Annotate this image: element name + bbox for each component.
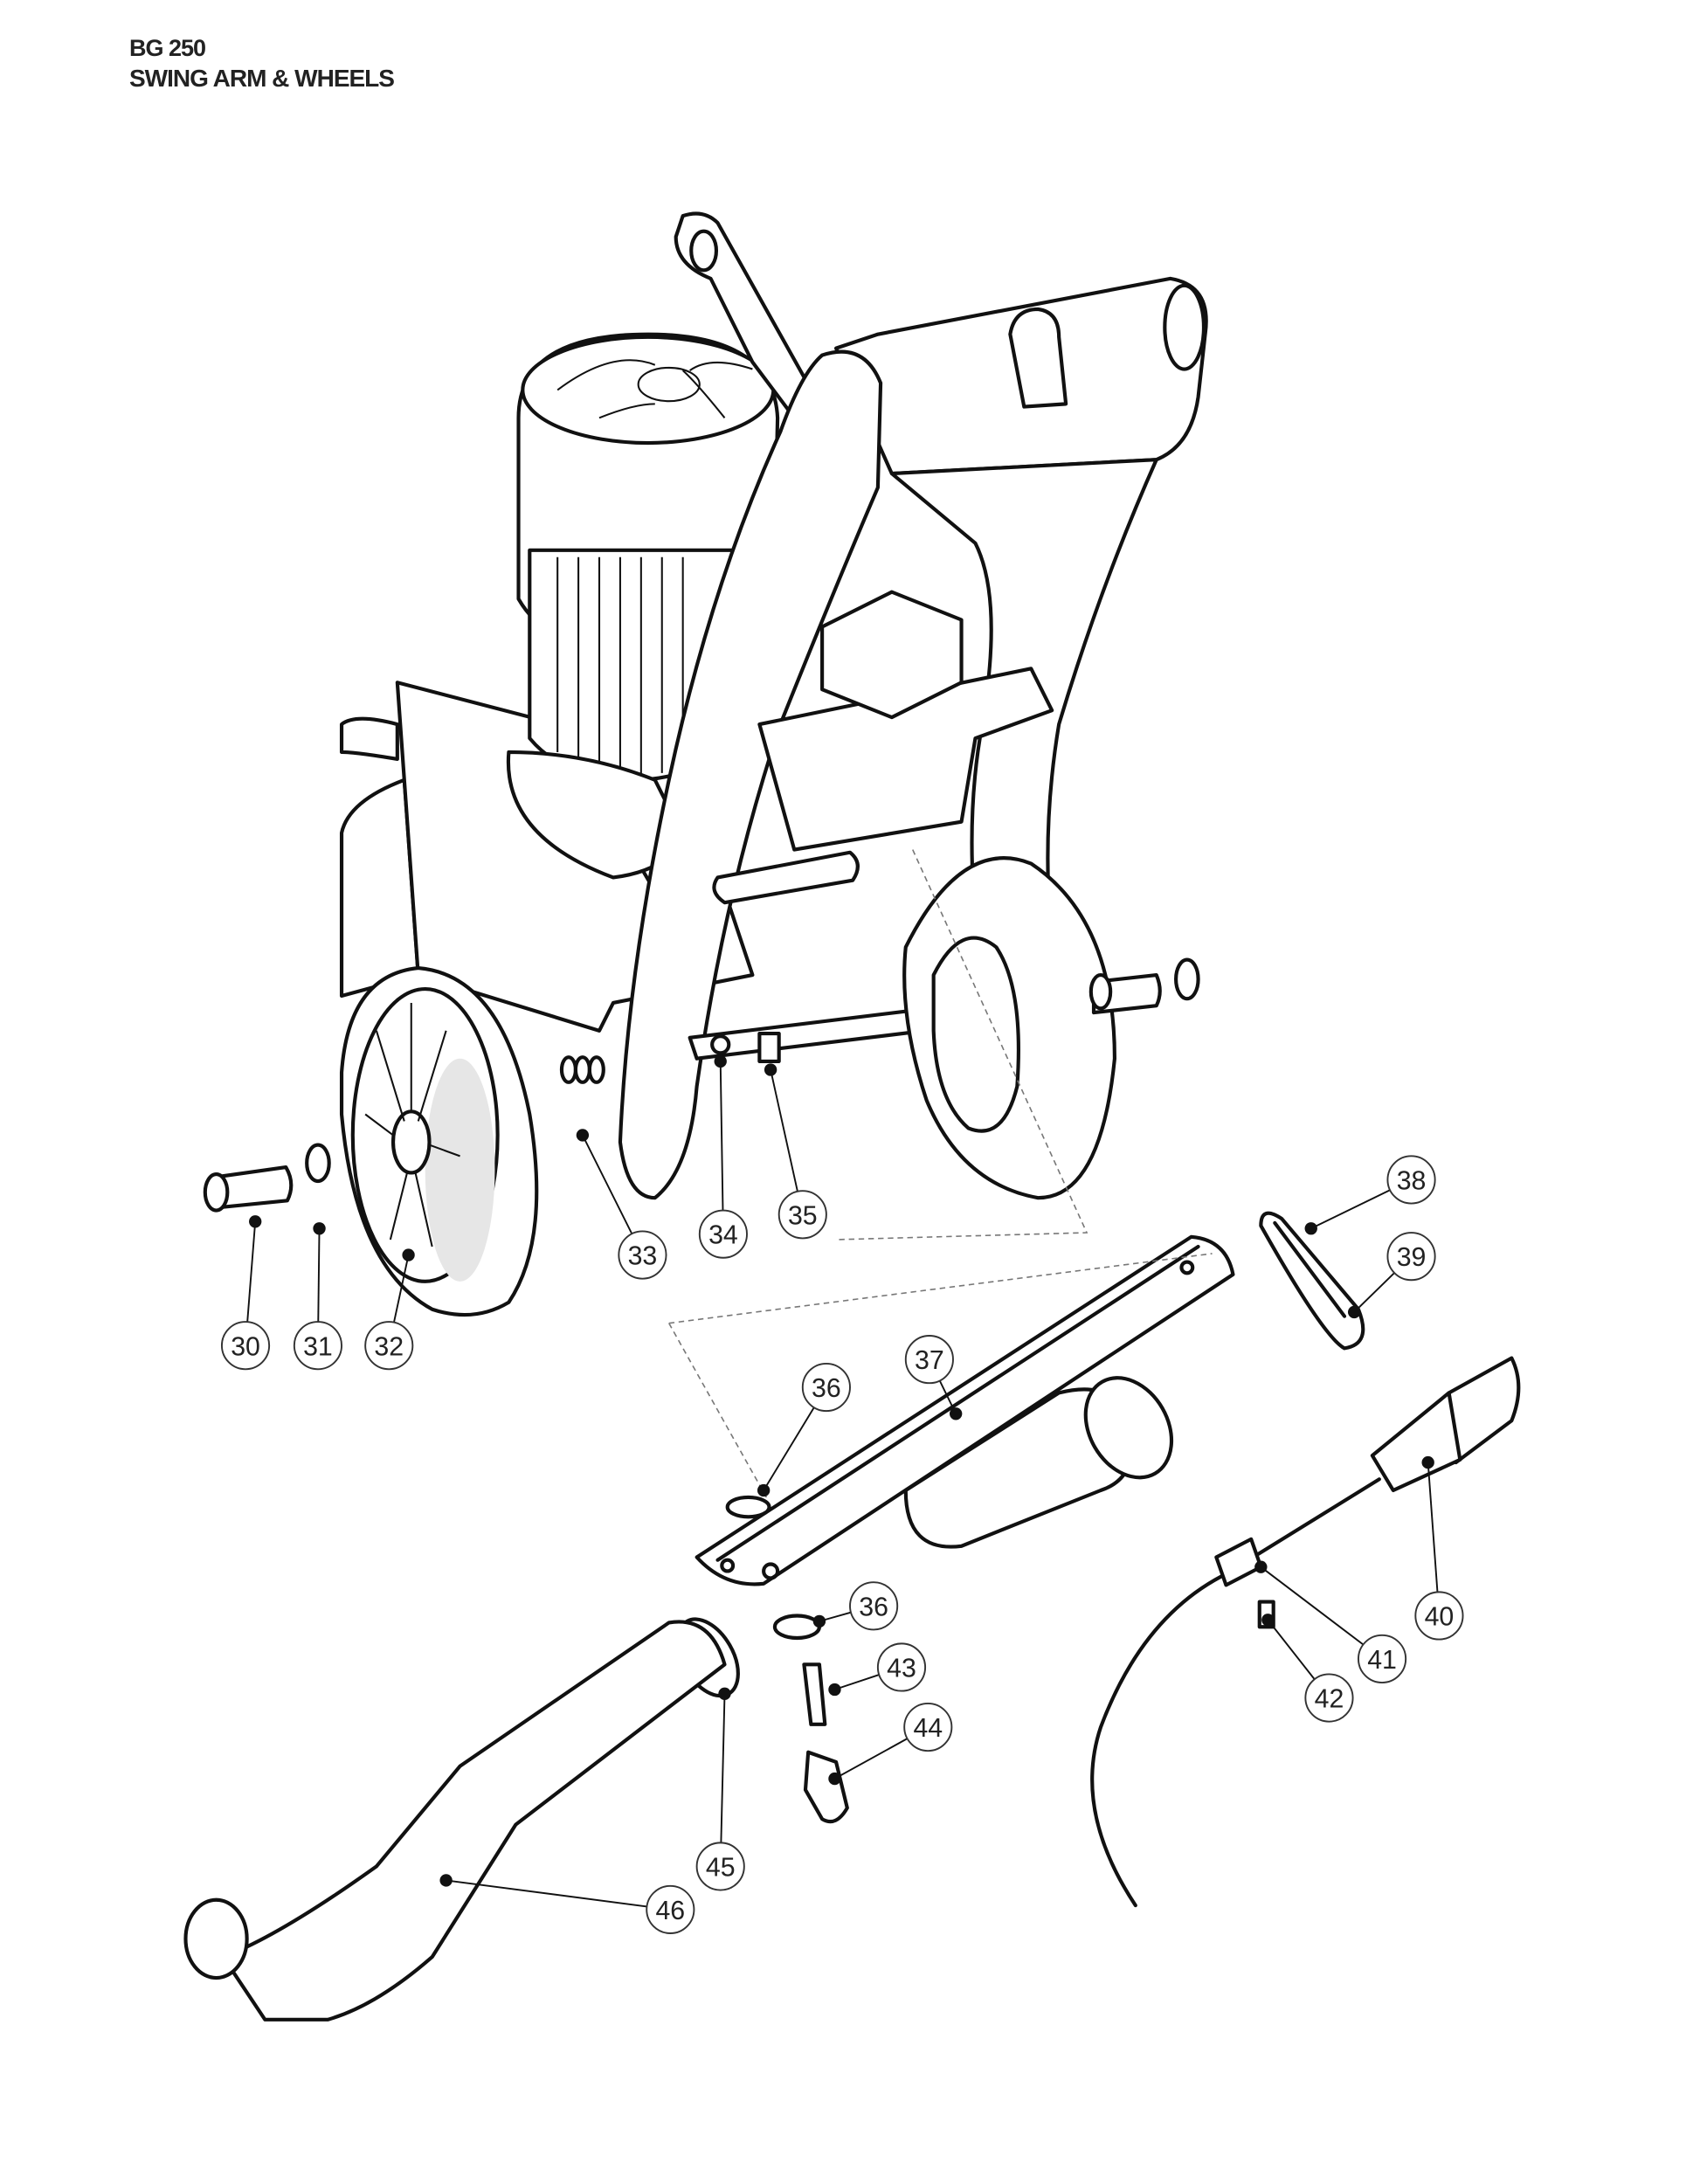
callout-number: 46	[655, 1897, 685, 1925]
callout-circle	[1357, 1634, 1407, 1683]
leader-dot	[402, 1248, 415, 1261]
callout-46: 46	[439, 1874, 695, 1934]
leader-dot	[812, 1614, 826, 1628]
leader-line	[763, 1406, 815, 1491]
leader-line	[317, 1228, 321, 1323]
callout-32: 32	[364, 1248, 415, 1371]
callout-circle	[220, 1321, 271, 1371]
leader-line	[833, 1738, 909, 1780]
leader-dot	[1347, 1305, 1361, 1319]
callout-34: 34	[698, 1054, 748, 1259]
callout-number: 42	[1315, 1685, 1344, 1714]
callout-number: 30	[231, 1332, 260, 1361]
callout-circle	[801, 1362, 851, 1413]
callout-number: 38	[1397, 1167, 1427, 1196]
callout-circle	[1386, 1232, 1436, 1282]
callout-45: 45	[695, 1687, 745, 1891]
callout-44: 44	[828, 1702, 953, 1786]
callout-circle	[618, 1230, 667, 1280]
callout-43: 43	[828, 1642, 927, 1697]
leader-line	[246, 1221, 257, 1323]
leader-line	[1267, 1619, 1316, 1680]
leader-dot	[718, 1687, 731, 1700]
leader-dot	[439, 1874, 453, 1887]
callout-36: 36	[812, 1581, 899, 1631]
callout-circle	[1304, 1673, 1354, 1723]
leader-dot	[828, 1683, 841, 1697]
leader-line	[1310, 1189, 1391, 1230]
callout-circle	[293, 1321, 343, 1371]
leader-line	[719, 1061, 724, 1211]
callout-31: 31	[293, 1222, 343, 1371]
callout-35: 35	[764, 1063, 827, 1240]
leader-dot	[949, 1407, 963, 1420]
callout-number: 45	[706, 1854, 736, 1883]
callout-circle	[646, 1884, 695, 1934]
leader-line	[1353, 1272, 1395, 1313]
leader-line	[770, 1069, 798, 1192]
callout-37: 37	[904, 1335, 963, 1420]
callout-number: 43	[887, 1655, 916, 1683]
assembly-guide-lines	[668, 849, 1213, 1498]
leader-dot	[576, 1129, 590, 1142]
callout-number: 33	[628, 1242, 658, 1271]
callout-number: 35	[788, 1201, 818, 1230]
callout-number: 44	[913, 1714, 943, 1743]
callout-33: 33	[576, 1129, 667, 1280]
leader-dot	[1421, 1455, 1434, 1469]
callout-circle	[698, 1209, 748, 1259]
leader-dot	[757, 1483, 771, 1497]
leader-dot	[313, 1222, 326, 1235]
leader-line	[834, 1674, 880, 1690]
callout-number: 39	[1397, 1243, 1427, 1272]
callout-42: 42	[1261, 1614, 1354, 1723]
callout-38: 38	[1304, 1155, 1436, 1235]
callout-circle	[903, 1702, 953, 1752]
callout-30: 30	[220, 1215, 271, 1371]
callout-number: 40	[1425, 1603, 1455, 1632]
leader-dot	[714, 1054, 727, 1068]
callout-number: 41	[1367, 1646, 1397, 1675]
machine-illustration	[183, 211, 1521, 2022]
leader-dot	[1261, 1614, 1275, 1627]
callout-number: 34	[708, 1221, 738, 1250]
leader-dot	[764, 1063, 777, 1076]
leader-dot	[1254, 1560, 1268, 1573]
callout-number: 37	[915, 1346, 944, 1375]
callout-circle	[1386, 1155, 1436, 1205]
callout-circle	[849, 1581, 899, 1631]
callout-number: 36	[812, 1374, 841, 1403]
callout-circle	[777, 1190, 827, 1240]
leader-dot	[249, 1215, 262, 1228]
callout-number: 32	[374, 1332, 404, 1361]
callout-number: 31	[303, 1332, 333, 1361]
model-title: BG 250	[129, 35, 206, 61]
leader-line	[446, 1879, 647, 1908]
leader-line	[1427, 1462, 1439, 1593]
callout-circle	[904, 1335, 954, 1385]
leader-line	[582, 1134, 633, 1234]
leader-line	[393, 1254, 410, 1323]
leader-line	[720, 1693, 726, 1843]
callout-circle	[1414, 1591, 1464, 1641]
callout-circle	[695, 1842, 745, 1891]
callout-number: 36	[859, 1593, 888, 1621]
leader-line	[1260, 1565, 1365, 1646]
callout-39: 39	[1347, 1232, 1436, 1319]
callout-circle	[364, 1321, 414, 1371]
callout-36: 36	[757, 1362, 851, 1497]
callout-circle	[876, 1642, 927, 1692]
leader-dot	[1304, 1222, 1317, 1235]
leader-dot	[828, 1772, 841, 1786]
callout-41: 41	[1254, 1560, 1407, 1683]
section-title: SWING ARM & WHEELS	[129, 65, 395, 92]
callout-40: 40	[1414, 1455, 1464, 1641]
